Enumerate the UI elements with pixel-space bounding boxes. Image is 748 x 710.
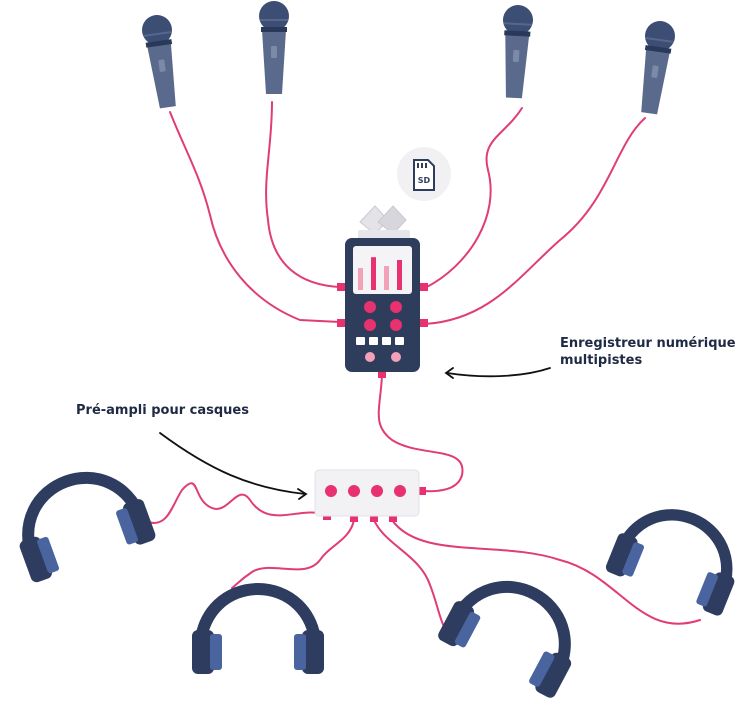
preamp-knob — [394, 485, 406, 497]
cable-mic-2 — [265, 101, 341, 288]
recorder-knob — [390, 301, 402, 313]
recorder-label-line1: Enregistreur numérique — [560, 336, 736, 351]
recorder-knob — [364, 319, 376, 331]
recorder-buttons — [356, 301, 404, 362]
headphones-2 — [192, 583, 324, 674]
sd-card-text: SD — [418, 176, 431, 185]
headphone-preamp — [314, 469, 426, 522]
arrow-preamp — [159, 432, 306, 495]
level-bar — [371, 257, 376, 290]
recorder-knob — [391, 352, 401, 362]
headphones — [19, 472, 735, 698]
cable-headphones-4 — [391, 519, 701, 625]
recorder-knob — [364, 301, 376, 313]
recorder-level-meter — [358, 257, 402, 290]
arrow-recorder-head — [444, 367, 454, 379]
microphone-3 — [503, 4, 533, 99]
headphones-1 — [19, 472, 156, 583]
microphone-2 — [259, 1, 289, 94]
preamp-knob — [348, 485, 360, 497]
recorder-label: Enregistreur numérique multipistes — [560, 335, 740, 369]
preamp-label: Pré-ampli pour casques — [76, 402, 276, 419]
recorder-key — [356, 337, 365, 345]
recorder-key — [395, 337, 404, 345]
cable-headphones-2 — [231, 519, 355, 589]
level-bar — [397, 260, 402, 290]
cable-mic-3 — [424, 107, 523, 289]
arrow-recorder — [446, 367, 551, 378]
preamp-label-text: Pré-ampli pour casques — [76, 403, 249, 418]
recorder-label-line2: multipistes — [560, 353, 643, 368]
recorder-key — [369, 337, 378, 345]
preamp-knob — [371, 485, 383, 497]
level-bar — [384, 266, 389, 290]
cables — [147, 101, 701, 641]
preamp-knobs — [325, 485, 406, 497]
recorder-xy-capsules — [358, 205, 410, 240]
level-bar — [358, 268, 363, 290]
sd-card-bubble: SD — [397, 147, 451, 201]
recorder-knob — [390, 319, 402, 331]
cable-recorder-preamp — [377, 375, 464, 493]
cable-mic-1 — [169, 111, 341, 323]
microphones — [142, 1, 675, 115]
preamp-body — [314, 469, 420, 517]
cable-headphones-1 — [147, 482, 327, 524]
recorder-key — [382, 337, 391, 345]
microphone-1 — [142, 15, 176, 109]
headphones-3 — [438, 580, 572, 698]
recorder-knob — [365, 352, 375, 362]
multitrack-recorder — [337, 205, 428, 378]
arrow-preamp-head — [297, 488, 308, 500]
microphone-4 — [641, 21, 675, 115]
headphones-4 — [605, 509, 735, 616]
callout-arrows — [159, 367, 551, 500]
cable-mic-4 — [424, 117, 646, 325]
preamp-knob — [325, 485, 337, 497]
